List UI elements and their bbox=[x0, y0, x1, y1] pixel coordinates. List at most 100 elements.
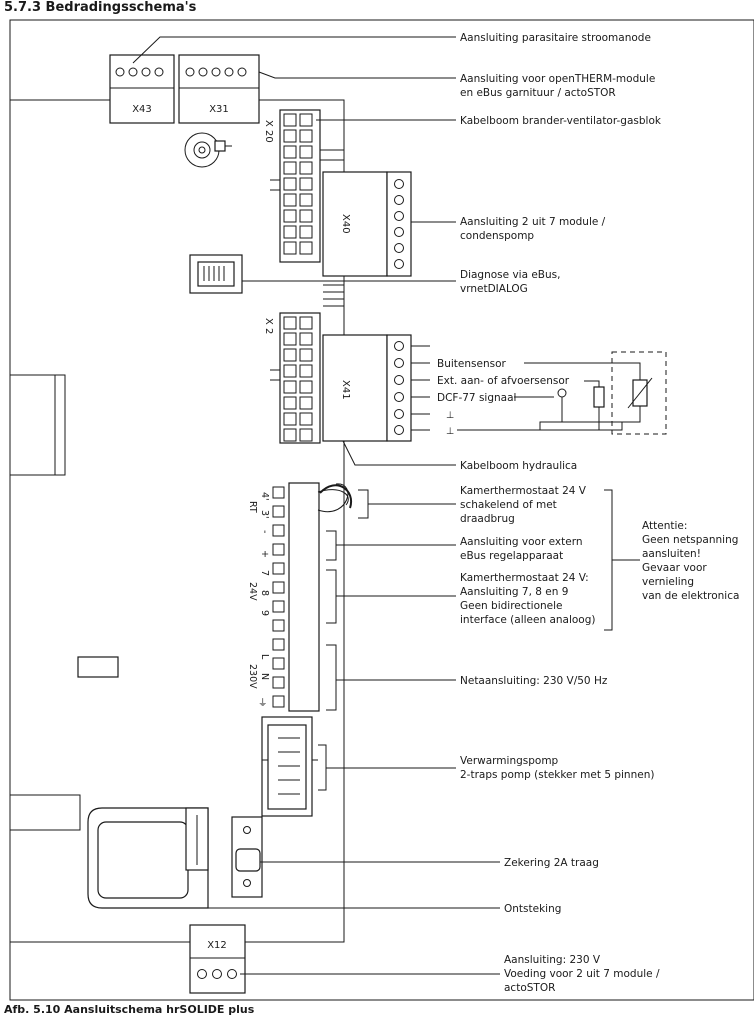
leader-lines bbox=[132, 36, 640, 975]
label-stroomanode: Aansluiting parasitaire stroomanode bbox=[460, 32, 651, 44]
svg-text:24V: 24V bbox=[247, 582, 258, 601]
label-kamerthermo789-4: interface (alleen analoog) bbox=[460, 614, 596, 626]
connector-pin bbox=[299, 332, 313, 346]
label-buitensensor: Buitensensor bbox=[437, 358, 506, 370]
terminal-square bbox=[272, 619, 285, 632]
x2-label: X 2 bbox=[263, 318, 274, 334]
label-module27-1: Aansluiting 2 uit 7 module / bbox=[460, 216, 606, 228]
x20-label: X 20 bbox=[263, 120, 274, 143]
connector-pin bbox=[283, 396, 297, 410]
label-ext-sensor: Ext. aan- of afvoersensor bbox=[437, 375, 570, 387]
connector-pin bbox=[299, 241, 313, 255]
connector-pin bbox=[299, 316, 313, 330]
svg-text:RT: RT bbox=[247, 501, 258, 513]
connector-pin bbox=[299, 145, 313, 159]
svg-text:⏚: ⏚ bbox=[258, 698, 268, 709]
connector-pin bbox=[283, 225, 297, 239]
terminal-square bbox=[272, 562, 285, 575]
ignition-transformer bbox=[87, 807, 209, 909]
label-zekering: Zekering 2A traag bbox=[504, 857, 599, 869]
terminal-square bbox=[272, 676, 285, 689]
connector-pin bbox=[283, 332, 297, 346]
svg-text:4': 4' bbox=[259, 492, 270, 501]
svg-text:230V: 230V bbox=[247, 664, 258, 689]
ribbon-middle bbox=[323, 284, 344, 307]
connector-pin bbox=[283, 412, 297, 426]
x40-label: X40 bbox=[340, 214, 351, 234]
label-kabelboom-hydraulica: Kabelboom hydraulica bbox=[460, 460, 577, 472]
connector-x43: X43 bbox=[109, 54, 175, 124]
label-kamerthermo789-2: Aansluiting 7, 8 en 9 bbox=[460, 586, 568, 598]
label-diagnose-1: Diagnose via eBus, bbox=[460, 269, 560, 281]
pump-plug bbox=[261, 716, 318, 817]
connector-pin bbox=[299, 380, 313, 394]
svg-text:-: - bbox=[259, 530, 270, 533]
svg-text:L: L bbox=[259, 654, 270, 660]
connector-pin bbox=[299, 412, 313, 426]
connector-pin bbox=[283, 113, 297, 127]
terminal-square bbox=[272, 600, 285, 613]
board-edge-right bbox=[230, 99, 345, 943]
label-aansl230-1: Aansluiting: 230 V bbox=[504, 954, 601, 966]
connector-x41: X41 bbox=[322, 334, 412, 442]
label-attentie-4: Gevaar voor bbox=[642, 562, 707, 574]
terminal-square bbox=[272, 657, 285, 670]
svg-text:7: 7 bbox=[259, 570, 270, 576]
label-ebus-1: Aansluiting voor extern bbox=[460, 536, 583, 548]
diagram-frame bbox=[9, 19, 754, 1001]
figure-caption: Afb. 5.10 Aansluitschema hrSOLIDE plus bbox=[4, 1003, 255, 1016]
connector-pin bbox=[299, 209, 313, 223]
label-module27-2: condenspomp bbox=[460, 230, 534, 242]
terminal-labels: 4' 3' RT - + 7 8 9 24V L N 230V ⏚ bbox=[247, 492, 270, 709]
connector-pin bbox=[283, 145, 297, 159]
wire-bridge bbox=[317, 483, 349, 513]
connector-pin bbox=[299, 161, 313, 175]
connector-pin bbox=[283, 193, 297, 207]
section-title: 5.7.3 Bedradingsschema's bbox=[4, 0, 197, 15]
callout-labels: Aansluiting parasitaire stroomanode Aans… bbox=[437, 32, 739, 994]
antenna-icon bbox=[557, 388, 567, 398]
label-kabelboom-brander: Kabelboom brander-ventilator-gasblok bbox=[460, 115, 662, 127]
label-opentherm-2: en eBus garnituur / actoSTOR bbox=[460, 87, 616, 99]
label-attentie-2: Geen netspanning bbox=[642, 534, 738, 546]
terminal-strip bbox=[272, 482, 353, 712]
label-ontsteking: Ontsteking bbox=[504, 903, 561, 915]
svg-text:N: N bbox=[259, 673, 270, 680]
label-attentie-3: aansluiten! bbox=[642, 548, 701, 560]
terminal-square bbox=[272, 524, 285, 537]
connector-x31: X31 bbox=[178, 54, 260, 124]
label-kamerthermo789-3: Geen bidirectionele bbox=[460, 600, 562, 612]
connector-pin bbox=[299, 396, 313, 410]
svg-text:9: 9 bbox=[259, 610, 270, 616]
left-frame bbox=[10, 374, 66, 476]
connector-pin bbox=[299, 225, 313, 239]
connector-pin bbox=[299, 428, 313, 442]
sensor-dashed-box bbox=[611, 351, 667, 435]
label-kamerthermo24-3: draadbrug bbox=[460, 513, 515, 525]
label-diagnose-2: vrnetDIALOG bbox=[460, 283, 528, 295]
label-pomp-2: 2-traps pomp (stekker met 5 pinnen) bbox=[460, 769, 654, 781]
connector-pin bbox=[299, 113, 313, 127]
ground-symbol-2: ⊥ bbox=[446, 426, 454, 437]
fuse-holder bbox=[231, 816, 263, 898]
connector-x12: X12 bbox=[189, 924, 246, 994]
terminal-square bbox=[272, 695, 285, 708]
potentiometer bbox=[184, 132, 232, 168]
sensor-wiring bbox=[457, 351, 667, 435]
terminal-square bbox=[272, 543, 285, 556]
label-aansl230-3: actoSTOR bbox=[504, 982, 555, 994]
connector-pin bbox=[283, 241, 297, 255]
connector-pin bbox=[299, 364, 313, 378]
svg-text:3': 3' bbox=[259, 510, 270, 519]
terminal-square bbox=[272, 581, 285, 594]
label-attentie-5: vernieling bbox=[642, 576, 694, 588]
connector-pin bbox=[283, 428, 297, 442]
label-netaansluiting: Netaansluiting: 230 V/50 Hz bbox=[460, 675, 608, 687]
connector-pin bbox=[283, 364, 297, 378]
x43-label: X43 bbox=[132, 104, 152, 115]
connector-pin bbox=[283, 316, 297, 330]
ext-sensor-resistor bbox=[593, 386, 605, 408]
terminal-square bbox=[272, 638, 285, 651]
label-dcf77: DCF-77 signaal bbox=[437, 392, 516, 404]
